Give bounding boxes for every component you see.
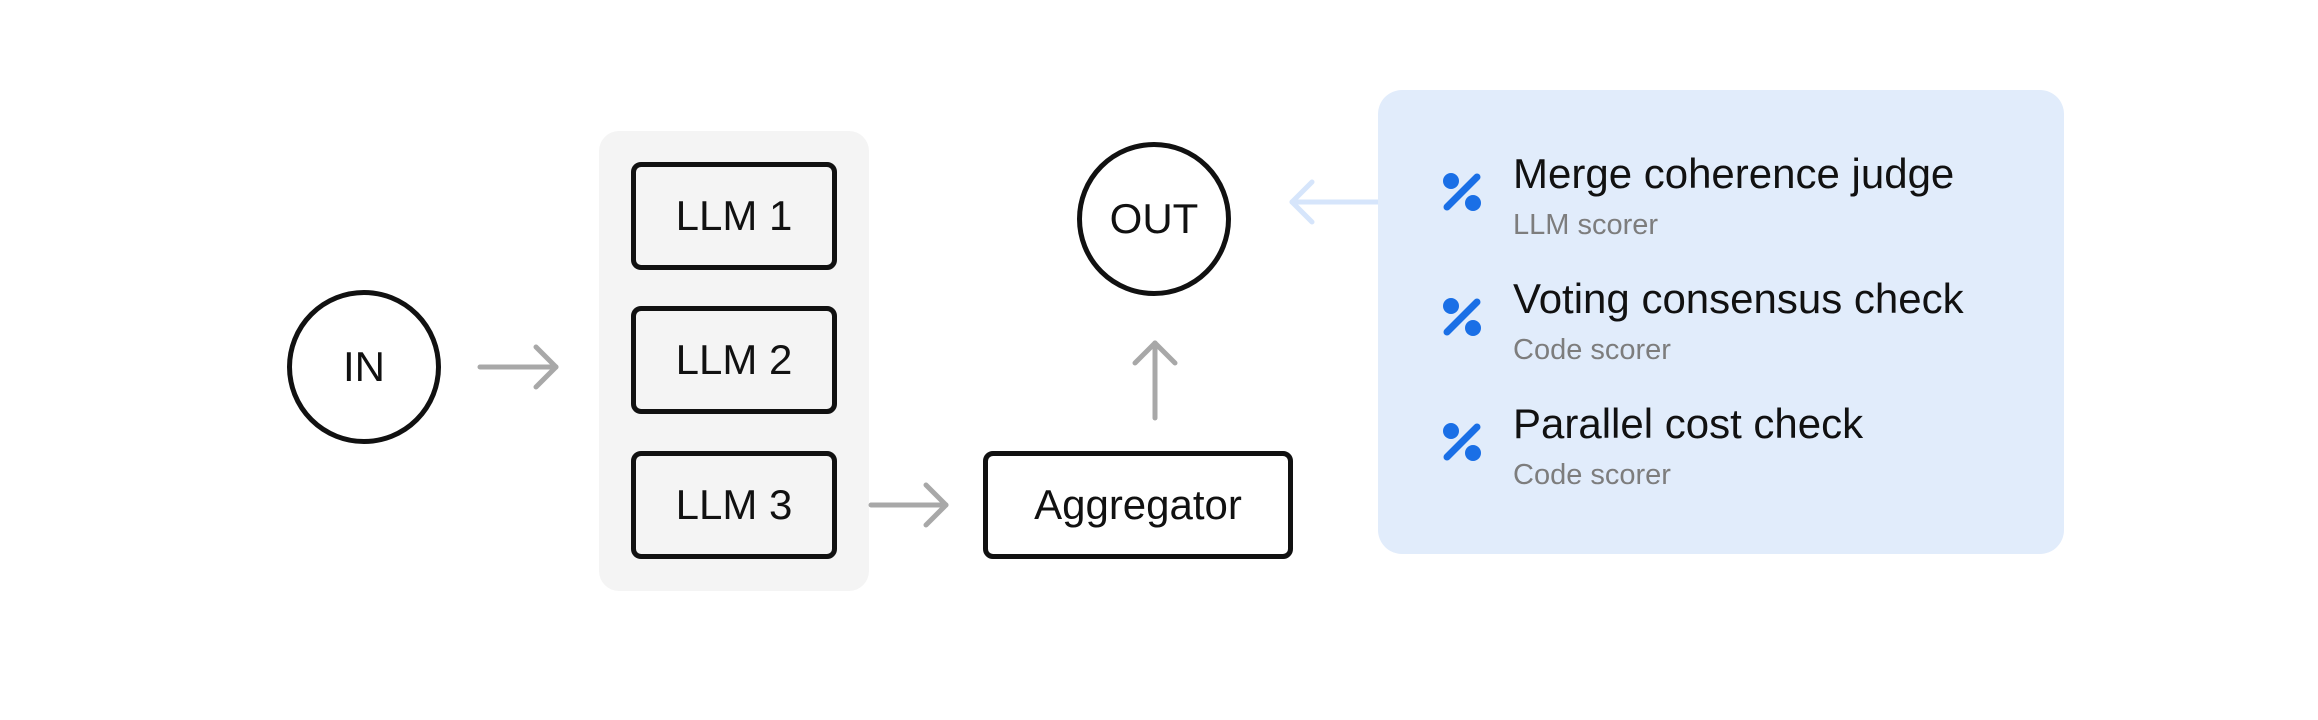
- output-node-label: OUT: [1109, 195, 1199, 242]
- percent-icon: [1443, 298, 1481, 336]
- scorer-item-merge-coherence: Merge coherence judge LLM scorer: [1438, 148, 2038, 248]
- aggregator-box: Aggregator: [983, 451, 1293, 559]
- llm-box-2: LLM 2: [631, 306, 837, 414]
- scorer-type: Code scorer: [1513, 334, 1671, 366]
- input-node-label: IN: [343, 343, 385, 390]
- scorer-type: Code scorer: [1513, 459, 1671, 491]
- input-node: IN: [287, 290, 441, 444]
- llm-box-label: LLM 2: [675, 336, 793, 383]
- arrow-scorers-to-out: [1289, 179, 1383, 225]
- output-node: OUT: [1077, 142, 1231, 296]
- arrow-aggregator-to-out: [1132, 340, 1178, 421]
- llm-box-label: LLM 3: [675, 481, 793, 528]
- scorer-type: LLM scorer: [1513, 209, 1659, 241]
- scorer-item-voting-consensus: Voting consensus check Code scorer: [1438, 273, 2038, 373]
- scorer-name: Voting consensus check: [1513, 275, 1964, 322]
- arrow-llms-to-aggregator: [868, 482, 949, 528]
- arrow-in-to-llms: [477, 344, 559, 390]
- percent-icon: [1443, 173, 1481, 211]
- scorer-name: Merge coherence judge: [1513, 150, 1955, 197]
- scorer-panel: [1378, 90, 2064, 554]
- llm-box-label: LLM 1: [675, 192, 793, 239]
- llm-box-3: LLM 3: [631, 451, 837, 559]
- aggregator-label: Aggregator: [1034, 481, 1242, 528]
- llm-box-1: LLM 1: [631, 162, 837, 270]
- percent-icon: [1443, 423, 1481, 461]
- scorer-item-parallel-cost: Parallel cost check Code scorer: [1438, 398, 2038, 498]
- scorer-name: Parallel cost check: [1513, 400, 1864, 447]
